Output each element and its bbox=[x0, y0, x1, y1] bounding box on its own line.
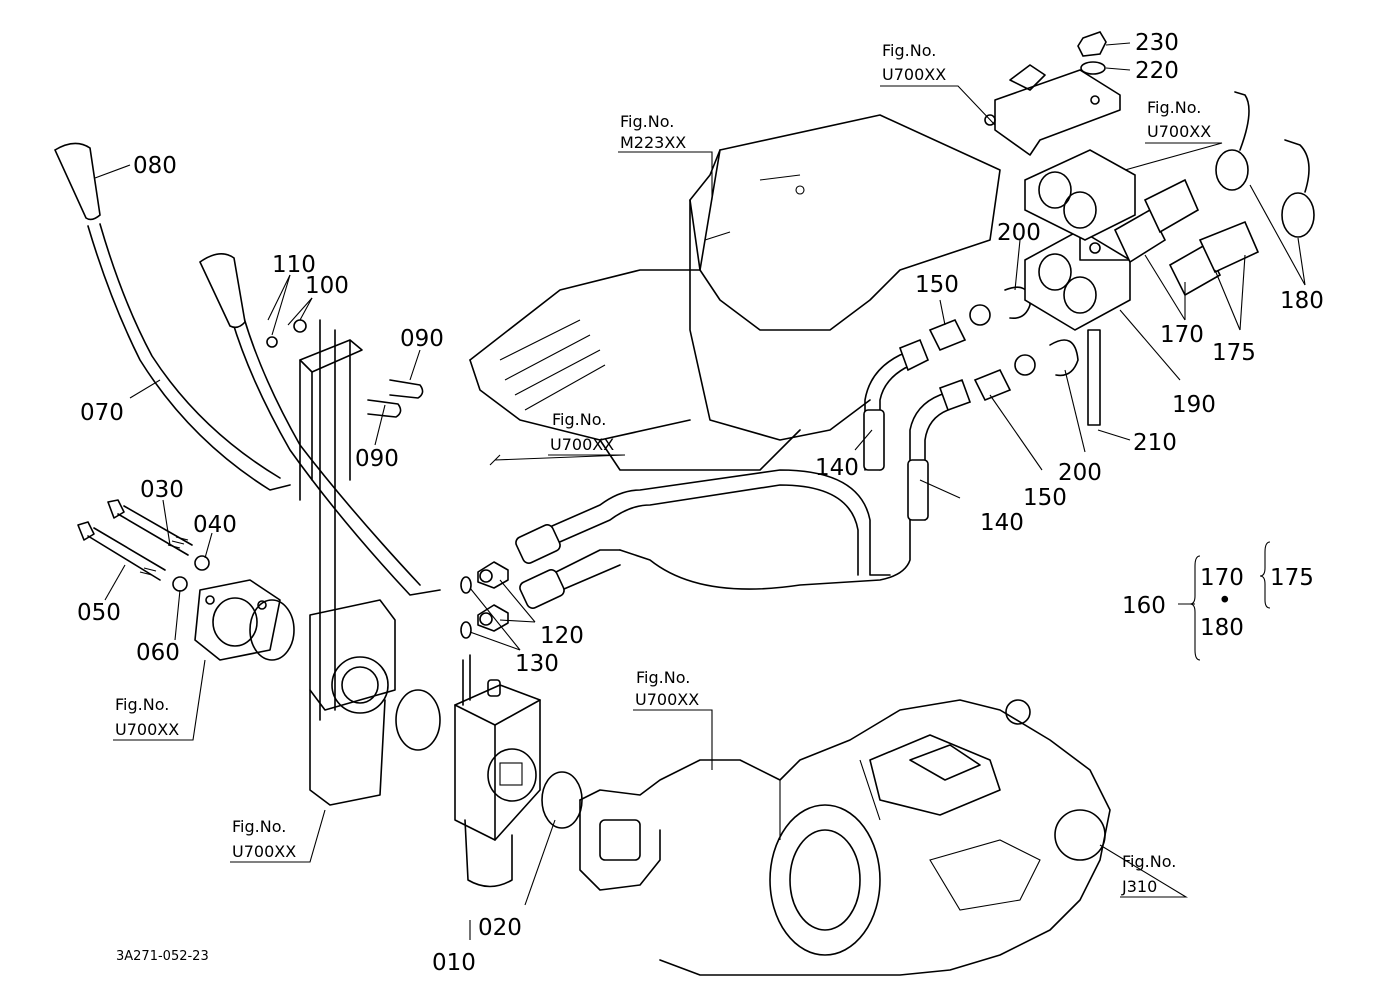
washer-220 bbox=[1080, 61, 1106, 75]
valve-lower-cover bbox=[395, 689, 441, 751]
washer-040 bbox=[194, 555, 210, 571]
dust-cap-180-upper bbox=[1215, 91, 1250, 191]
figref-u700-right: U700XX bbox=[1147, 122, 1211, 141]
part-labels: 080 070 110 100 090 090 030 040 050 060 … bbox=[77, 30, 1324, 976]
hydraulic-block-outline bbox=[579, 699, 1111, 976]
figref-u700-right-word: Fig.No. bbox=[1147, 98, 1201, 117]
label-150-lower: 150 bbox=[1023, 485, 1067, 511]
label-180-set: 180 bbox=[1200, 615, 1244, 641]
label-090-lower: 090 bbox=[355, 446, 399, 472]
figref-u700-bottom-word: Fig.No. bbox=[232, 817, 286, 836]
washer-060 bbox=[172, 576, 188, 592]
leader-lines bbox=[94, 42, 1306, 940]
label-080: 080 bbox=[133, 153, 177, 179]
label-160: 160 bbox=[1122, 593, 1166, 619]
label-175-set: 175 bbox=[1270, 565, 1314, 591]
figure-references: Fig.No. M223XX Fig.No. U700XX Fig.No. U7… bbox=[115, 41, 1211, 896]
coupler-170-upper bbox=[1113, 178, 1200, 264]
hose-upper bbox=[515, 469, 891, 576]
label-175: 175 bbox=[1212, 340, 1256, 366]
figref-m223: M223XX bbox=[620, 133, 686, 152]
figref-m223-word: Fig.No. bbox=[620, 112, 674, 131]
fitting-120-upper bbox=[477, 561, 509, 589]
flange-plate bbox=[194, 579, 295, 661]
label-140-upper: 140 bbox=[815, 455, 859, 481]
label-010: 010 bbox=[432, 950, 476, 976]
coupler-175-lower bbox=[1168, 220, 1260, 297]
figref-u700-left-word: Fig.No. bbox=[115, 695, 169, 714]
label-130: 130 bbox=[515, 651, 559, 677]
bolt-210 bbox=[1087, 329, 1101, 426]
o-ring-130-lower bbox=[460, 621, 472, 639]
hose-lower bbox=[519, 519, 911, 609]
figref-u700-mid-word: Fig.No. bbox=[552, 410, 606, 429]
control-valve-010 bbox=[454, 654, 541, 888]
label-140-lower: 140 bbox=[980, 510, 1024, 536]
label-180: 180 bbox=[1280, 288, 1324, 314]
figref-u700-top: U700XX bbox=[882, 65, 946, 84]
fitting-150-lower bbox=[973, 368, 1012, 402]
label-150-upper: 150 bbox=[915, 272, 959, 298]
figure-ref-leaders bbox=[113, 85, 1223, 898]
clip-200-upper bbox=[969, 286, 1031, 326]
dust-cap-180-lower bbox=[1281, 139, 1315, 238]
label-030: 030 bbox=[140, 477, 184, 503]
bolt-050 bbox=[77, 521, 166, 581]
mount-bracket bbox=[984, 64, 1121, 156]
coupler-block-upper bbox=[1024, 149, 1136, 241]
lever-bracket bbox=[266, 319, 424, 501]
label-230: 230 bbox=[1135, 30, 1179, 56]
tractor-body-outline bbox=[469, 114, 1001, 471]
nut-230 bbox=[1077, 31, 1107, 57]
figref-j310: J310 bbox=[1121, 877, 1157, 896]
o-ring-130-upper bbox=[460, 576, 472, 594]
label-020: 020 bbox=[478, 915, 522, 941]
label-110: 110 bbox=[272, 252, 316, 278]
lever-070 bbox=[87, 223, 291, 491]
figref-u700-center: U700XX bbox=[635, 690, 699, 709]
label-040: 040 bbox=[193, 512, 237, 538]
label-190: 190 bbox=[1172, 392, 1216, 418]
o-ring-020 bbox=[541, 771, 583, 829]
figref-u700-bottom: U700XX bbox=[232, 842, 296, 861]
bolt-030 bbox=[107, 499, 193, 556]
label-120: 120 bbox=[540, 623, 584, 649]
hose-140-upper bbox=[863, 338, 930, 471]
figref-j310-word: Fig.No. bbox=[1122, 852, 1176, 871]
label-set-dot: • bbox=[1218, 588, 1232, 614]
label-090-upper: 090 bbox=[400, 326, 444, 352]
knob-080 bbox=[53, 142, 101, 221]
figref-u700-mid: U700XX bbox=[550, 435, 614, 454]
clip-200-lower bbox=[1014, 339, 1079, 377]
label-100: 100 bbox=[305, 273, 349, 299]
set-160-bracket bbox=[1178, 541, 1271, 661]
label-200-lower: 200 bbox=[1058, 460, 1102, 486]
valve-body-left bbox=[309, 319, 396, 806]
fitting-150-upper bbox=[928, 318, 967, 352]
label-070: 070 bbox=[80, 400, 124, 426]
figref-u700-center-word: Fig.No. bbox=[636, 668, 690, 687]
label-050: 050 bbox=[77, 600, 121, 626]
hose-140-lower bbox=[907, 378, 972, 521]
label-170: 170 bbox=[1160, 322, 1204, 348]
figref-u700-top-word: Fig.No. bbox=[882, 41, 936, 60]
label-170-set: 170 bbox=[1200, 565, 1244, 591]
label-210: 210 bbox=[1133, 430, 1177, 456]
figref-u700-left: U700XX bbox=[115, 720, 179, 739]
drawing-code: 3A271-052-23 bbox=[116, 949, 209, 964]
label-200-upper: 200 bbox=[997, 220, 1041, 246]
fitting-120-lower bbox=[477, 604, 509, 632]
label-220: 220 bbox=[1135, 58, 1179, 84]
label-060: 060 bbox=[136, 640, 180, 666]
